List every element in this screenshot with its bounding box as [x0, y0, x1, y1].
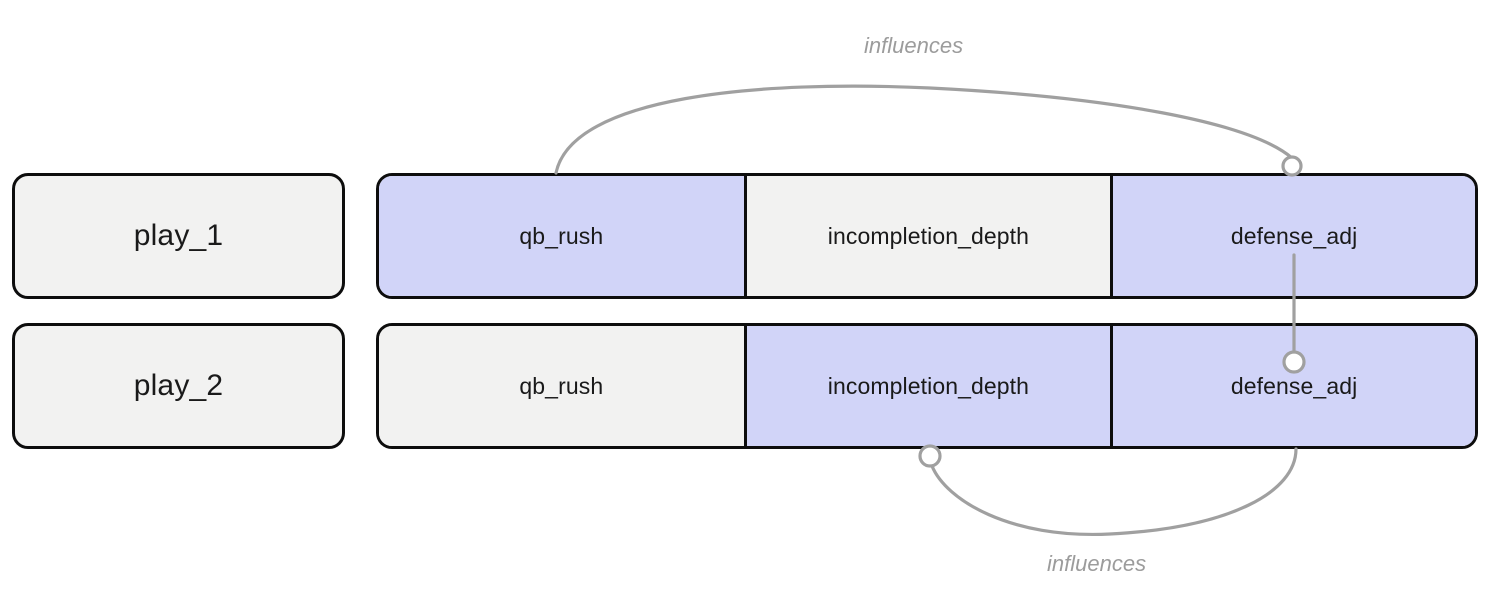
feature-cell-label: defense_adj [1230, 222, 1358, 249]
play-label-text-2: play_2 [133, 369, 224, 402]
edge-arc-bottom [930, 447, 1298, 537]
feature-strip-row-1: qb_rush incompletion_depth defense_adj [376, 173, 1478, 299]
feature-cell-label: incompletion_depth [827, 222, 1030, 249]
play-label-box-2[interactable]: play_2 [12, 323, 345, 449]
play-label-text-1: play_1 [133, 219, 224, 252]
feature-cell-row1-defense-adj[interactable]: defense_adj [1110, 176, 1475, 296]
feature-strip-row-2: qb_rush incompletion_depth defense_adj [376, 323, 1478, 449]
feature-cell-row2-incompletion-depth[interactable]: incompletion_depth [743, 326, 1111, 446]
edge-label-influences-top: influences [864, 33, 964, 58]
play-label-box-1[interactable]: play_1 [12, 173, 345, 299]
feature-cell-label: qb_rush [519, 372, 604, 399]
feature-cell-label: qb_rush [519, 222, 604, 249]
feature-cell-label: incompletion_depth [827, 372, 1030, 399]
edge-label-influences-bottom: influences [1047, 551, 1147, 576]
edge-arc-top [554, 84, 1294, 175]
edge-endpoint-marker-bottom [918, 444, 942, 468]
feature-cell-row1-qb-rush[interactable]: qb_rush [379, 176, 744, 296]
feature-cell-row2-defense-adj[interactable]: defense_adj [1110, 326, 1475, 446]
feature-cell-row2-qb-rush[interactable]: qb_rush [379, 326, 744, 446]
feature-cell-label: defense_adj [1230, 372, 1358, 399]
feature-cell-row1-incompletion-depth[interactable]: incompletion_depth [743, 176, 1111, 296]
